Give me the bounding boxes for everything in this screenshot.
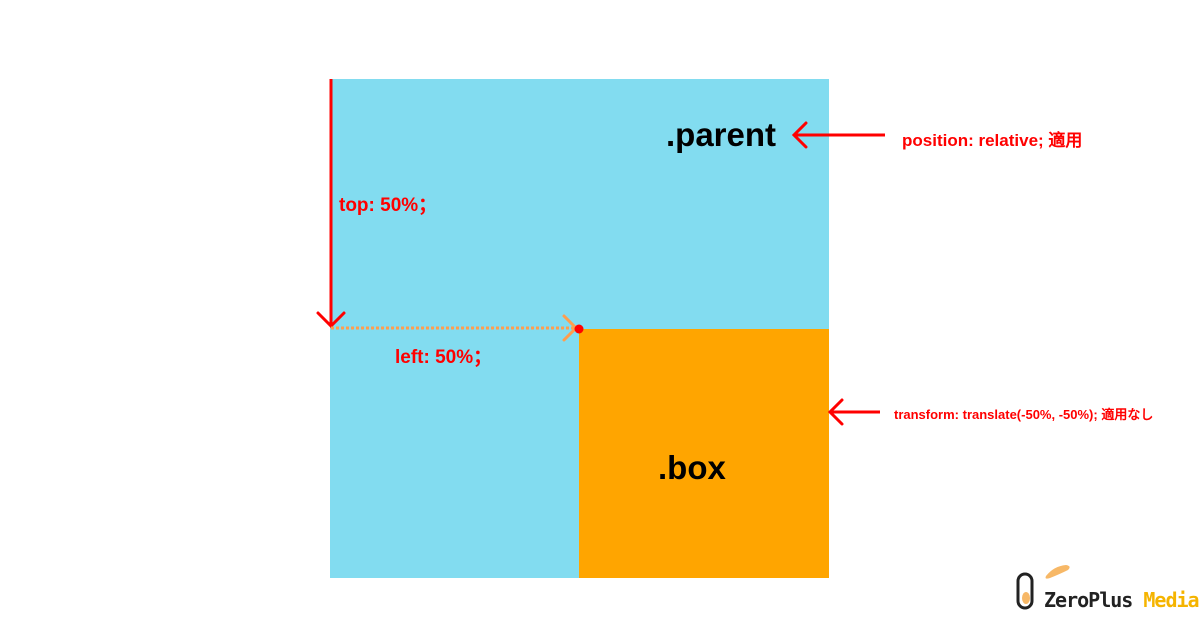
position-annotation: position: relative; 適用 — [902, 131, 1083, 150]
top-arrow-icon — [316, 79, 346, 329]
transform-annotation: transform: translate(-50%, -50%); 適用なし — [894, 407, 1154, 422]
left-arrow-icon — [331, 314, 584, 342]
left-annotation: left: 50%； — [395, 347, 493, 368]
box-label: .box — [658, 449, 726, 486]
box-pointer-arrow-icon — [827, 398, 880, 426]
parent-pointer-arrow-icon — [791, 121, 885, 149]
logo-mark-icon — [1016, 565, 1070, 610]
child-box-element — [579, 329, 829, 578]
parent-label: .parent — [666, 116, 777, 153]
logo-text: ZeroPlus Media — [1044, 588, 1200, 612]
top-annotation: top: 50%； — [339, 195, 438, 216]
